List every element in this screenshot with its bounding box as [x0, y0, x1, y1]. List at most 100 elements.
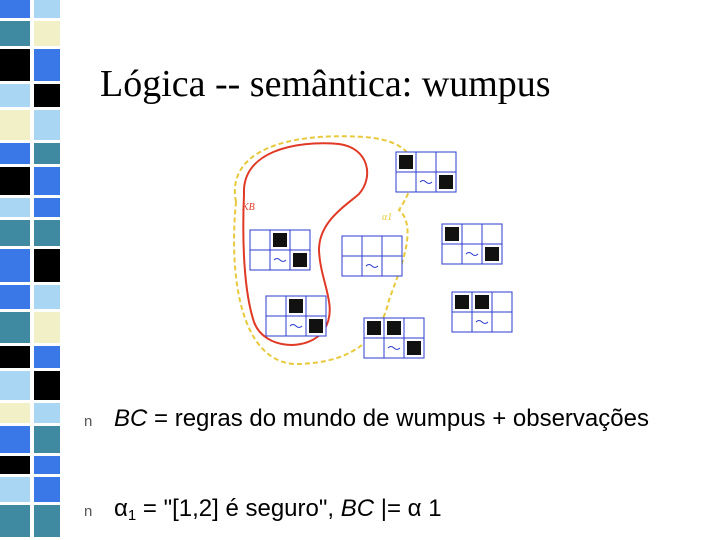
strip-block [0, 84, 64, 107]
strip-block [0, 110, 64, 140]
strip-bar [0, 198, 30, 217]
grid-cell [491, 291, 513, 313]
grid-cell [341, 235, 363, 257]
strip-bar [0, 110, 30, 140]
strip-block [0, 198, 64, 217]
strip-bar [0, 346, 30, 368]
slide-title: Lógica -- semântica: wumpus [100, 63, 551, 105]
grid-cell [265, 315, 287, 337]
strip-block [0, 49, 64, 81]
strip-block [0, 249, 64, 282]
breeze-icon [365, 264, 379, 268]
alpha-subscript: 1 [127, 507, 137, 524]
grid-cell [363, 337, 385, 359]
pit-icon [289, 299, 303, 313]
strip-block [0, 143, 64, 164]
strip-bar [0, 477, 30, 502]
strip-bar [0, 21, 30, 46]
alpha-symbol: α [407, 495, 422, 522]
alpha1-region [233, 135, 415, 366]
grid-cell [289, 229, 311, 251]
bullet-marker: n [84, 413, 93, 430]
strip-bar [0, 49, 30, 81]
strip-bar [34, 198, 60, 217]
bullet-marker: n [84, 503, 93, 520]
strip-block [0, 167, 64, 195]
strip-bar [34, 346, 60, 368]
strip-bar [34, 285, 60, 309]
strip-block [0, 371, 64, 400]
strip-bar [34, 49, 60, 81]
pit-icon [309, 319, 323, 333]
grid-cell [395, 171, 417, 193]
pit-icon [455, 295, 469, 309]
breeze-icon [289, 324, 303, 328]
model-grids [249, 151, 513, 359]
kb-region [242, 142, 369, 346]
grid-cell [435, 151, 457, 173]
grid-cell [265, 295, 287, 317]
bullet-text-rest: = regras do mundo de wumpus + observaçõe… [147, 405, 649, 432]
bullet-text-mid: = "[1,2] é seguro", [136, 495, 341, 522]
strip-block [0, 312, 64, 343]
strip-bar [34, 456, 60, 474]
breeze-icon [419, 180, 433, 184]
strip-bar [34, 84, 60, 107]
pit-icon [273, 233, 287, 247]
grid-cell [441, 243, 463, 265]
kb-label: KB [241, 202, 255, 213]
strip-bar [0, 456, 30, 474]
pit-icon [407, 341, 421, 355]
breeze-icon [475, 320, 489, 324]
strip-bar [34, 312, 60, 343]
strip-bar [0, 84, 30, 107]
grid-cell [305, 295, 327, 317]
bc-term: BC [340, 495, 375, 522]
strip-bar [34, 505, 60, 537]
strip-block [0, 477, 64, 502]
grid-cell [249, 249, 271, 271]
pit-icon [399, 155, 413, 169]
decorative-strip [0, 0, 64, 540]
strip-bar [0, 312, 30, 343]
model-grid [363, 317, 425, 359]
entails-symbol: |= [374, 495, 408, 522]
pit-icon [475, 295, 489, 309]
strip-bar [0, 285, 30, 309]
strip-block [0, 21, 64, 46]
alpha-symbol: α [114, 495, 128, 522]
alpha1-label: α1 [382, 212, 392, 223]
strip-bar [34, 371, 60, 400]
strip-bar [0, 426, 30, 453]
wumpus-models-figure: KB α1 [233, 135, 513, 366]
grid-cell [491, 311, 513, 333]
breeze-icon [273, 258, 287, 262]
pit-icon [367, 321, 381, 335]
strip-bar [0, 249, 30, 282]
breeze-icon [465, 252, 479, 256]
grid-cell [381, 255, 403, 277]
bullet-text: BC = regras do mundo de wumpus + observa… [114, 404, 674, 434]
strip-block [0, 456, 64, 474]
breeze-icon [387, 346, 401, 350]
grid-cell [461, 223, 483, 245]
strip-bar [0, 371, 30, 400]
strip-bar [34, 477, 60, 502]
strip-bar [34, 249, 60, 282]
pit-icon [439, 175, 453, 189]
grid-cell [403, 317, 425, 339]
strip-bar [0, 220, 30, 246]
alpha-index: 1 [421, 495, 442, 522]
grid-cell [381, 235, 403, 257]
strip-block [0, 346, 64, 368]
bc-term: BC [114, 405, 148, 432]
strip-block [0, 505, 64, 537]
grid-cell [361, 235, 383, 257]
pit-icon [445, 227, 459, 241]
pit-icon [387, 321, 401, 335]
pit-icon [485, 247, 499, 261]
model-grid [451, 291, 513, 333]
strip-bar [0, 505, 30, 537]
strip-bar [34, 220, 60, 246]
grid-cell [415, 151, 437, 173]
